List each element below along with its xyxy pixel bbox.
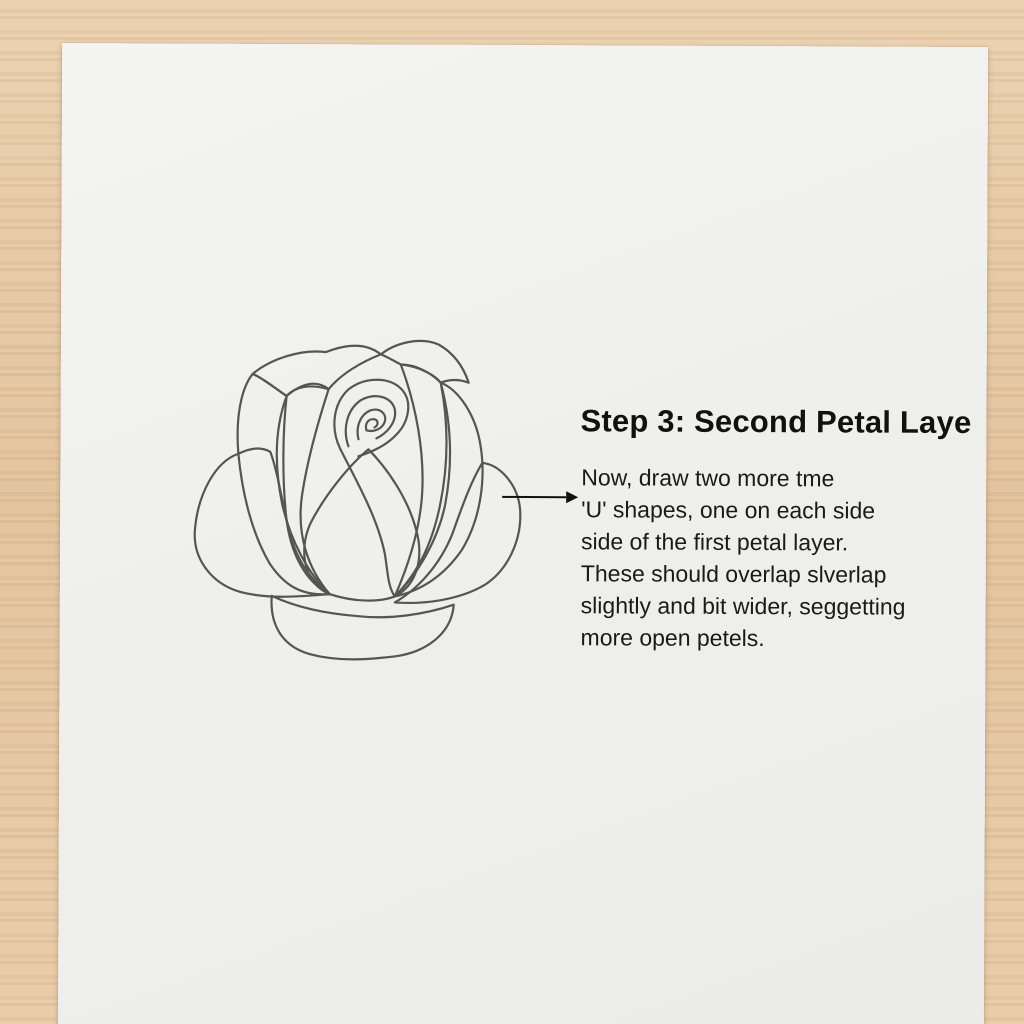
instruction-line: slightly and bit wider, seggetting (580, 592, 906, 620)
central-bud (303, 448, 421, 602)
top-petal-left (251, 344, 382, 398)
top-petal-right (379, 339, 470, 384)
bud-spiral-inner (356, 408, 387, 441)
instruction-line: more open petels. (580, 624, 765, 652)
outer-petal-bottom (270, 594, 455, 661)
second-petal-right (393, 381, 484, 598)
bud-fold-line (339, 448, 396, 598)
bud-spiral-middle (344, 395, 397, 448)
instruction-line: side of the first petal layer. (580, 528, 849, 556)
instruction-line: These should overlap slverlap (580, 560, 887, 588)
step-instructions: Now, draw two more tme 'U' shapes, one o… (581, 461, 907, 654)
bud-spiral-outer (333, 378, 410, 458)
outer-petal-right (393, 461, 522, 604)
instruction-line: Now, draw two more tme (581, 464, 835, 492)
inner-petal-right (393, 363, 448, 598)
arrow-pointer-icon (502, 491, 579, 504)
paper-sheet: Step 3: Second Petal Laye Now, draw two … (57, 42, 989, 1024)
instruction-line: 'U' shapes, one on each side (581, 496, 876, 524)
rose-drawing (193, 339, 522, 661)
step-title: Step 3: Second Petal Laye (580, 403, 972, 440)
inner-petal-left (282, 382, 331, 596)
bud-spiral-core (364, 418, 379, 432)
